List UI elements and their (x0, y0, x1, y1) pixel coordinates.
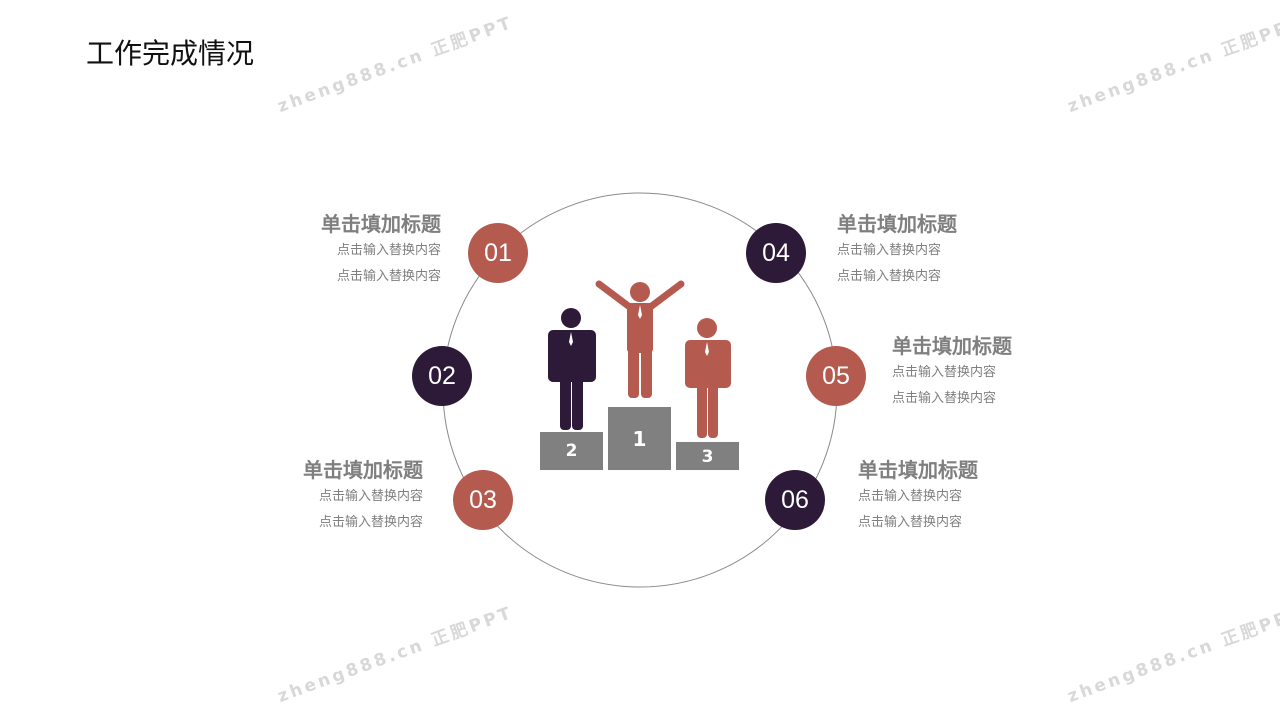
item-title[interactable]: 单击填加标题 (892, 334, 1012, 358)
person-first-icon (595, 280, 685, 398)
item-line[interactable]: 点击输入替换内容 (318, 489, 423, 504)
item-line[interactable]: 点击输入替换内容 (858, 515, 963, 530)
item-04-text: 单击填加标题 点击输入替换内容 点击输入替换内容 (837, 210, 1057, 290)
item-line[interactable]: 点击输入替换内容 (336, 269, 441, 284)
item-title[interactable]: 单击填加标题 (858, 458, 978, 482)
node-03: 03 (453, 470, 513, 530)
item-line[interactable]: 点击输入替换内容 (837, 243, 942, 258)
item-05-text: 单击填加标题 点击输入替换内容 点击输入替换内容 (892, 332, 1112, 412)
podium-second (540, 432, 603, 470)
item-title[interactable]: 单击填加标题 (837, 212, 957, 236)
podium-third (676, 442, 739, 470)
page-title: 工作完成情况 (86, 37, 255, 70)
item-06-text: 单击填加标题 点击输入替换内容 点击输入替换内容 (858, 456, 1078, 536)
podium-second-label: 2 (565, 441, 578, 461)
item-line[interactable]: 点击输入替换内容 (892, 365, 997, 380)
person-third-icon (685, 318, 731, 438)
person-second-icon (548, 308, 596, 430)
podium-first (608, 407, 671, 470)
item-01-text: 单击填加标题 点击输入替换内容 点击输入替换内容 (221, 210, 441, 290)
podium-third-label: 3 (701, 447, 714, 467)
node-05: 05 (806, 346, 866, 406)
item-title[interactable]: 单击填加标题 (321, 212, 441, 236)
node-06: 06 (765, 470, 825, 530)
node-04: 04 (746, 223, 806, 283)
node-02: 02 (412, 346, 472, 406)
item-title[interactable]: 单击填加标题 (303, 458, 423, 482)
podium-first-label: 1 (632, 427, 647, 451)
item-line[interactable]: 点击输入替换内容 (837, 269, 942, 284)
item-line[interactable]: 点击输入替换内容 (336, 243, 441, 258)
node-01: 01 (468, 223, 528, 283)
item-line[interactable]: 点击输入替换内容 (858, 489, 963, 504)
item-03-text: 单击填加标题 点击输入替换内容 点击输入替换内容 (203, 456, 423, 536)
item-line[interactable]: 点击输入替换内容 (892, 391, 997, 406)
item-line[interactable]: 点击输入替换内容 (318, 515, 423, 530)
